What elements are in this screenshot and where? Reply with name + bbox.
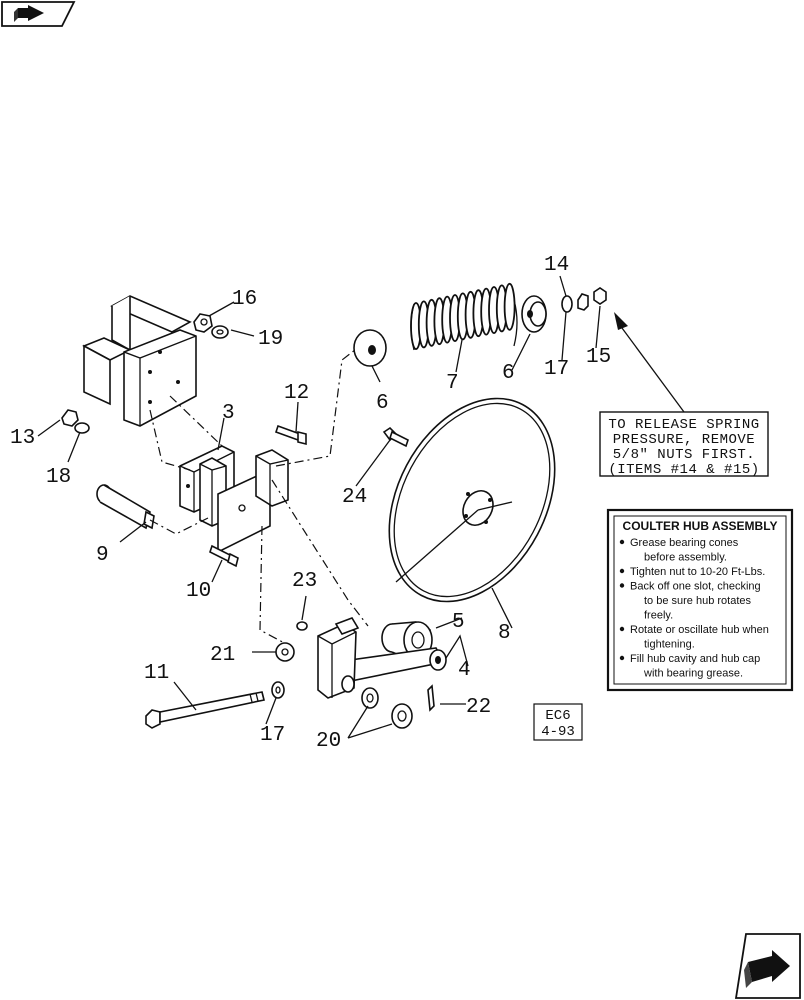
bolt-24 (382, 426, 409, 448)
washer-21 (275, 642, 295, 662)
callout-11: 11 (144, 662, 169, 685)
coulter-hub-assembly-note: COULTER HUB ASSEMBLY Grease bearing cone… (606, 508, 794, 692)
coulter-hub-5 (381, 621, 433, 661)
pin-9 (96, 484, 155, 530)
compression-spring-7 (410, 282, 518, 351)
hub-note-item: Back off one slot, checking (630, 581, 761, 593)
bullet-icon (619, 626, 625, 632)
bullet-icon (619, 539, 625, 545)
callout-24: 24 (342, 486, 367, 509)
bolt-12 (274, 424, 307, 446)
spring-release-note: TO RELEASE SPRING PRESSURE, REMOVE 5/8" … (599, 411, 769, 478)
coulter-blade-8 (388, 397, 556, 603)
coulter-arm-4 (317, 617, 447, 699)
stamp-code: EC6 (545, 708, 570, 724)
hub-note-item: Fill hub cavity and hub cap (630, 653, 760, 665)
frame-mount-bracket (82, 295, 197, 427)
centerline (149, 409, 191, 471)
callout-10: 10 (186, 580, 211, 603)
callout-15: 15 (586, 346, 611, 369)
callout-19: 19 (258, 328, 283, 351)
back-arrow-icon (14, 5, 44, 22)
svg-text:(ITEMS #14 & #15): (ITEMS #14 & #15) (608, 462, 759, 478)
hub-note-item: with bearing grease. (643, 668, 743, 680)
svg-text:5/8" NUTS FIRST.: 5/8" NUTS FIRST. (613, 447, 755, 463)
callout-16: 16 (232, 288, 257, 311)
lock-washer-19 (211, 325, 229, 339)
lock-washer-18 (74, 422, 90, 434)
callout-14: 14 (544, 254, 569, 277)
bullet-icon (619, 568, 625, 574)
callout-6-left: 6 (376, 392, 389, 415)
nut-13 (61, 409, 79, 427)
hub-note-item: freely. (644, 610, 673, 622)
washer-20-b (391, 703, 413, 729)
leader-lines (37, 275, 685, 739)
nut-16 (193, 313, 213, 333)
washer-20-a (361, 687, 379, 709)
washer-17-bottom (271, 681, 285, 699)
callout-8: 8 (498, 622, 511, 645)
svg-text:PRESSURE, REMOVE: PRESSURE, REMOVE (613, 432, 755, 448)
callout-13: 13 (10, 427, 35, 450)
callout-20: 20 (316, 730, 341, 753)
hub-note-item: Tighten nut to 10-20 Ft-Lbs. (630, 566, 765, 578)
spring-cup-6-right (521, 295, 547, 333)
callout-3: 3 (222, 402, 235, 425)
callout-22: 22 (466, 696, 491, 719)
callout-17-bottom: 17 (260, 724, 285, 747)
cotter-pin-22 (427, 684, 435, 712)
stamp-date: 4-93 (541, 724, 575, 740)
hub-note-item: Rotate or oscillate hub when (630, 624, 769, 636)
nut-14 (577, 293, 589, 311)
long-bolt-11 (145, 691, 265, 729)
callout-23: 23 (292, 570, 317, 593)
callout-12: 12 (284, 382, 309, 405)
bullet-icon (619, 655, 625, 661)
hub-note-title: COULTER HUB ASSEMBLY (623, 519, 778, 533)
callout-7: 7 (446, 372, 459, 395)
centerline (259, 525, 291, 647)
callout-21: 21 (210, 644, 235, 667)
bolt-10 (209, 544, 239, 568)
callout-17-top: 17 (544, 358, 569, 381)
hub-note-item: Grease bearing cones (630, 537, 739, 549)
centerline (275, 345, 361, 467)
next-arrow-icon (744, 950, 790, 988)
spring-coil (503, 282, 516, 331)
callout-labels: 3 4 5 6 6 7 8 9 10 11 12 13 14 15 16 17 … (10, 254, 611, 753)
callout-6-right: 6 (502, 362, 515, 385)
centerline (169, 395, 223, 447)
callout-9: 9 (96, 544, 109, 567)
callout-18: 18 (46, 466, 71, 489)
spring-washer-6-left (353, 329, 387, 367)
next-page-button[interactable] (734, 933, 801, 999)
drawing-stamp: EC6 4-93 (533, 703, 583, 741)
hub-note-item: before assembly. (644, 552, 727, 564)
svg-text:TO RELEASE SPRING: TO RELEASE SPRING (608, 417, 759, 433)
previous-page-button[interactable] (1, 1, 76, 27)
callout-5: 5 (452, 611, 465, 634)
washer-23 (296, 621, 308, 631)
hub-note-item: to be sure hub rotates (644, 595, 752, 607)
hub-note-item: tightening. (644, 639, 695, 651)
bullet-icon (619, 583, 625, 588)
callout-4: 4 (458, 659, 471, 682)
washer-17-top (561, 295, 573, 313)
nut-15 (593, 287, 607, 305)
